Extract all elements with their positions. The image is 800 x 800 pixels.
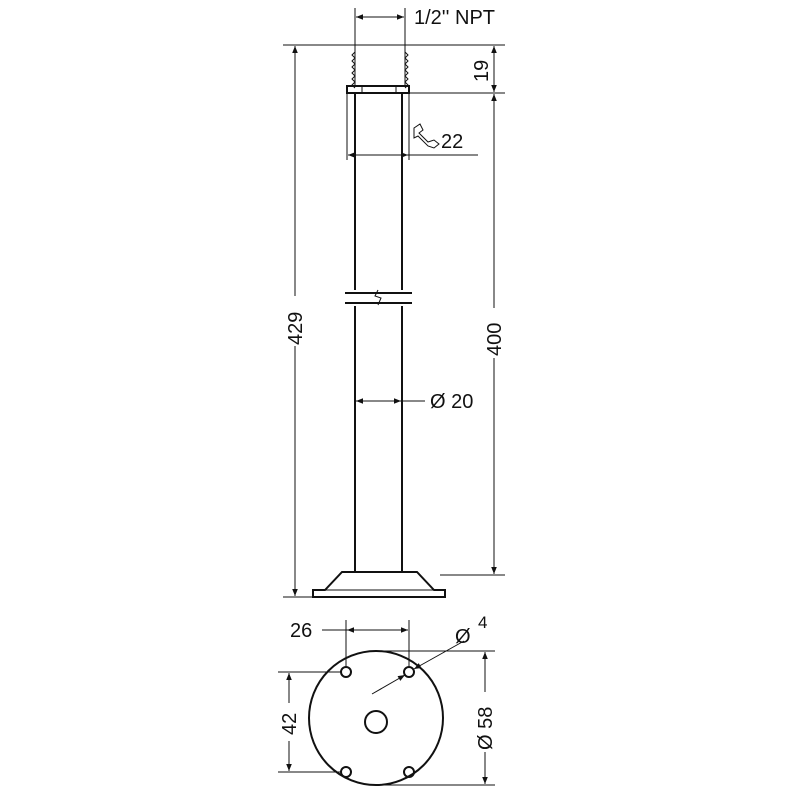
mount-hole	[340, 666, 352, 678]
hole-diameter-value: 4	[478, 613, 487, 632]
wrench-label: 22	[441, 131, 463, 153]
side-view: 1/2'' NPT 19 22 429 400	[283, 7, 506, 598]
tube-diameter-label: Ø 20	[430, 391, 473, 413]
hole-spacing-y-dimension: 42	[278, 673, 301, 771]
mount-hole	[403, 766, 415, 778]
tube-height-label: 400	[484, 323, 506, 356]
base-diameter-label: Ø 58	[475, 707, 497, 750]
hole-spacing-x-dimension: 26	[290, 620, 408, 642]
base-flange	[312, 571, 446, 598]
thread-height-dimension: 19	[471, 46, 497, 92]
thread-label: 1/2'' NPT	[414, 7, 495, 29]
threaded-section	[351, 48, 409, 89]
center-hole	[364, 710, 388, 734]
hole-diameter-dimension: Ø 4	[371, 613, 487, 695]
thread-dimension: 1/2'' NPT	[356, 7, 495, 29]
thread-height-label: 19	[471, 60, 493, 82]
wrench-dimension: 22	[348, 123, 478, 158]
wrench-icon	[413, 123, 440, 149]
hex-nut	[346, 85, 410, 160]
tube	[345, 93, 412, 572]
tube-height-dimension: 400	[483, 94, 506, 574]
mount-hole	[340, 766, 352, 778]
tube-diameter-dimension: Ø 20	[356, 391, 473, 413]
bottom-view: 26 Ø 4 42 Ø 58	[278, 613, 497, 786]
mount-hole	[403, 666, 415, 678]
base-diameter-dimension: Ø 58	[473, 652, 497, 784]
base-plate	[308, 650, 444, 786]
hole-diameter-symbol: Ø	[455, 626, 471, 648]
total-height-label: 429	[285, 312, 307, 345]
hole-spacing-x-label: 26	[290, 620, 312, 642]
hole-spacing-y-label: 42	[279, 713, 301, 735]
total-height-dimension: 429	[284, 46, 307, 596]
